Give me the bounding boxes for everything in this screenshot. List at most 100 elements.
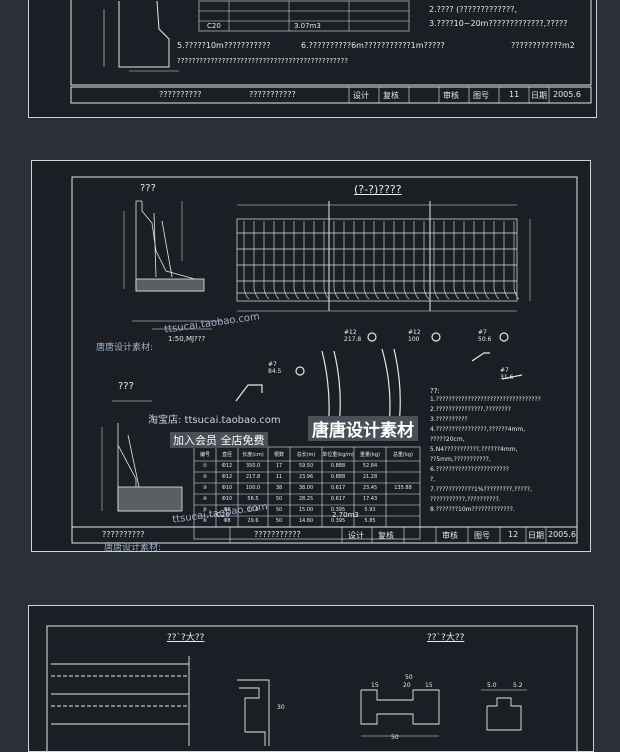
rebar-label-8: 31.6	[500, 374, 514, 381]
elevation-title: (?-?)????	[354, 183, 402, 196]
table-cell: 根数	[273, 452, 284, 458]
table-cell: 0.395	[330, 518, 346, 524]
vertical-rebar	[403, 221, 410, 300]
section2-title: ???	[118, 381, 134, 392]
rebar-label-6: 50.6	[478, 336, 492, 343]
table-cell: 重量(kg)	[360, 452, 380, 458]
table-cell: 38	[275, 485, 283, 491]
sheet1-tb-designer: ??????????	[159, 90, 202, 99]
detail-right-title: ??`?大??	[427, 633, 465, 643]
sheet2-tb-drawno-label: 图号	[474, 531, 490, 540]
sheet1-tb-date: 2005.6	[553, 90, 581, 99]
sheet2-tb-design: 设计	[348, 531, 364, 540]
vertical-rebar	[313, 221, 320, 300]
table-cell: Φ10	[221, 485, 233, 491]
table-cell: 单位重(kg/m)	[322, 452, 354, 458]
table-cell: Φ8	[223, 507, 231, 513]
sheet1-note-area: ????????????m2	[511, 41, 575, 50]
sheet-3-drawing	[46, 625, 578, 751]
note-line: 4.????????????????,??????4mm,	[430, 426, 526, 433]
rebar-label-3: #12	[408, 329, 421, 336]
table-cell: 总重(kg)	[393, 452, 413, 458]
table-cell: 23.96	[298, 474, 314, 480]
vertical-rebar	[413, 221, 420, 300]
table-cell: 50	[275, 507, 283, 513]
table-cell: 0.888	[330, 463, 346, 469]
sheet1-tb-drawno: 11	[509, 90, 520, 99]
dim-30: 30	[277, 704, 285, 711]
note-line: 6.???????????????????????	[430, 466, 509, 473]
note-line: ?????20cm,	[430, 436, 465, 443]
table-cell: ①	[202, 463, 208, 469]
table-cell: 0.395	[330, 507, 346, 513]
drawing-sheet-1: C20 3.07m3 2.???? (?????????????, 5.????…	[28, 0, 597, 118]
table-cell: 0.617	[330, 485, 346, 491]
drawing-sheet-2: ??? (?-?)???? ??? 1:50,MJ??? C20 2.70m3 …	[31, 160, 591, 552]
table-cell: 17	[275, 463, 283, 469]
table-cell: 长度(cm)	[242, 452, 264, 458]
sheet1-mini-c20: C20	[207, 22, 221, 30]
dim-50-a: 50	[391, 734, 399, 741]
vertical-rebar	[263, 221, 270, 300]
concrete-volume: 2.70m3	[332, 511, 359, 519]
vertical-rebar	[453, 221, 460, 300]
table-cell: ⑤	[202, 507, 208, 513]
vertical-rebar	[493, 221, 500, 300]
sheet2-tb-review: 复核	[378, 531, 394, 540]
detail-right-drawing	[360, 689, 527, 737]
sheet2-tb-designer: ??????????	[102, 530, 145, 539]
vertical-rebar	[443, 221, 450, 300]
table-cell: 50	[275, 518, 283, 524]
vertical-rebar	[273, 221, 280, 300]
vertical-rebar	[243, 221, 250, 300]
sheet1-note-long: ????????????????????????????????????????…	[177, 57, 348, 65]
vertical-rebar	[253, 221, 260, 300]
table-cell: 30.0	[247, 507, 259, 513]
table-cell: 28.25	[298, 496, 314, 502]
table-cell: 11	[275, 474, 283, 480]
dim-15-a: 15	[371, 682, 379, 689]
vertical-rebar	[303, 221, 310, 300]
sheet2-tb-sheetname: ???????????	[254, 530, 301, 539]
table-cell: ⑥	[202, 518, 208, 524]
vertical-rebar	[323, 221, 330, 300]
vertical-rebar	[393, 221, 400, 300]
table-cell: 14.80	[298, 518, 314, 524]
sheet1-tb-sheetname: ???????????	[249, 90, 296, 99]
vertical-rebar	[293, 221, 300, 300]
sheet2-tb-date-label: 日期	[528, 531, 544, 540]
sheet2-tb-check: 审核	[442, 531, 458, 540]
rebar-label-2: 217.8	[344, 336, 362, 343]
notes-title: ??:	[430, 387, 440, 395]
table-cell: 直径	[221, 452, 232, 458]
table-cell: 17.43	[362, 496, 378, 502]
sheet1-tb-drawno-label: 图号	[473, 91, 489, 100]
rebar-label-7: #7	[500, 367, 509, 374]
dim-15-b: 15	[425, 682, 433, 689]
sheet-1-drawing: C20 3.07m3	[70, 0, 592, 104]
vertical-rebar	[373, 221, 380, 300]
vertical-rebar	[513, 221, 520, 300]
sheet2-tb-date: 2005.6	[548, 530, 576, 539]
vertical-rebar	[433, 221, 440, 300]
vertical-rebar	[503, 221, 510, 300]
table-cell: 0.888	[330, 474, 346, 480]
table-cell: 52.84	[362, 463, 378, 469]
vertical-rebar	[343, 221, 350, 300]
table-cell: 50	[275, 496, 283, 502]
table-cell: 5.85	[364, 518, 376, 524]
note-line: 1.?????????????????????????????????	[430, 396, 541, 403]
table-cell: 21.28	[362, 474, 378, 480]
table-cell: 59.50	[298, 463, 314, 469]
note-line: ?,	[430, 476, 436, 483]
table-cell: Φ12	[221, 463, 233, 469]
table-cell: 15.00	[298, 507, 314, 513]
table-cell: 56.5	[247, 496, 259, 502]
vertical-rebar	[283, 221, 290, 300]
sheet1-note-3: 3.????10~20m?????????????,?????	[429, 19, 568, 28]
note-line: 7.????????????1%?????????,?????,	[430, 486, 532, 493]
table-cell: ④	[202, 496, 208, 502]
sheet1-tb-design: 设计	[353, 91, 369, 100]
note-line: ??5mm,???????????,	[430, 456, 491, 463]
